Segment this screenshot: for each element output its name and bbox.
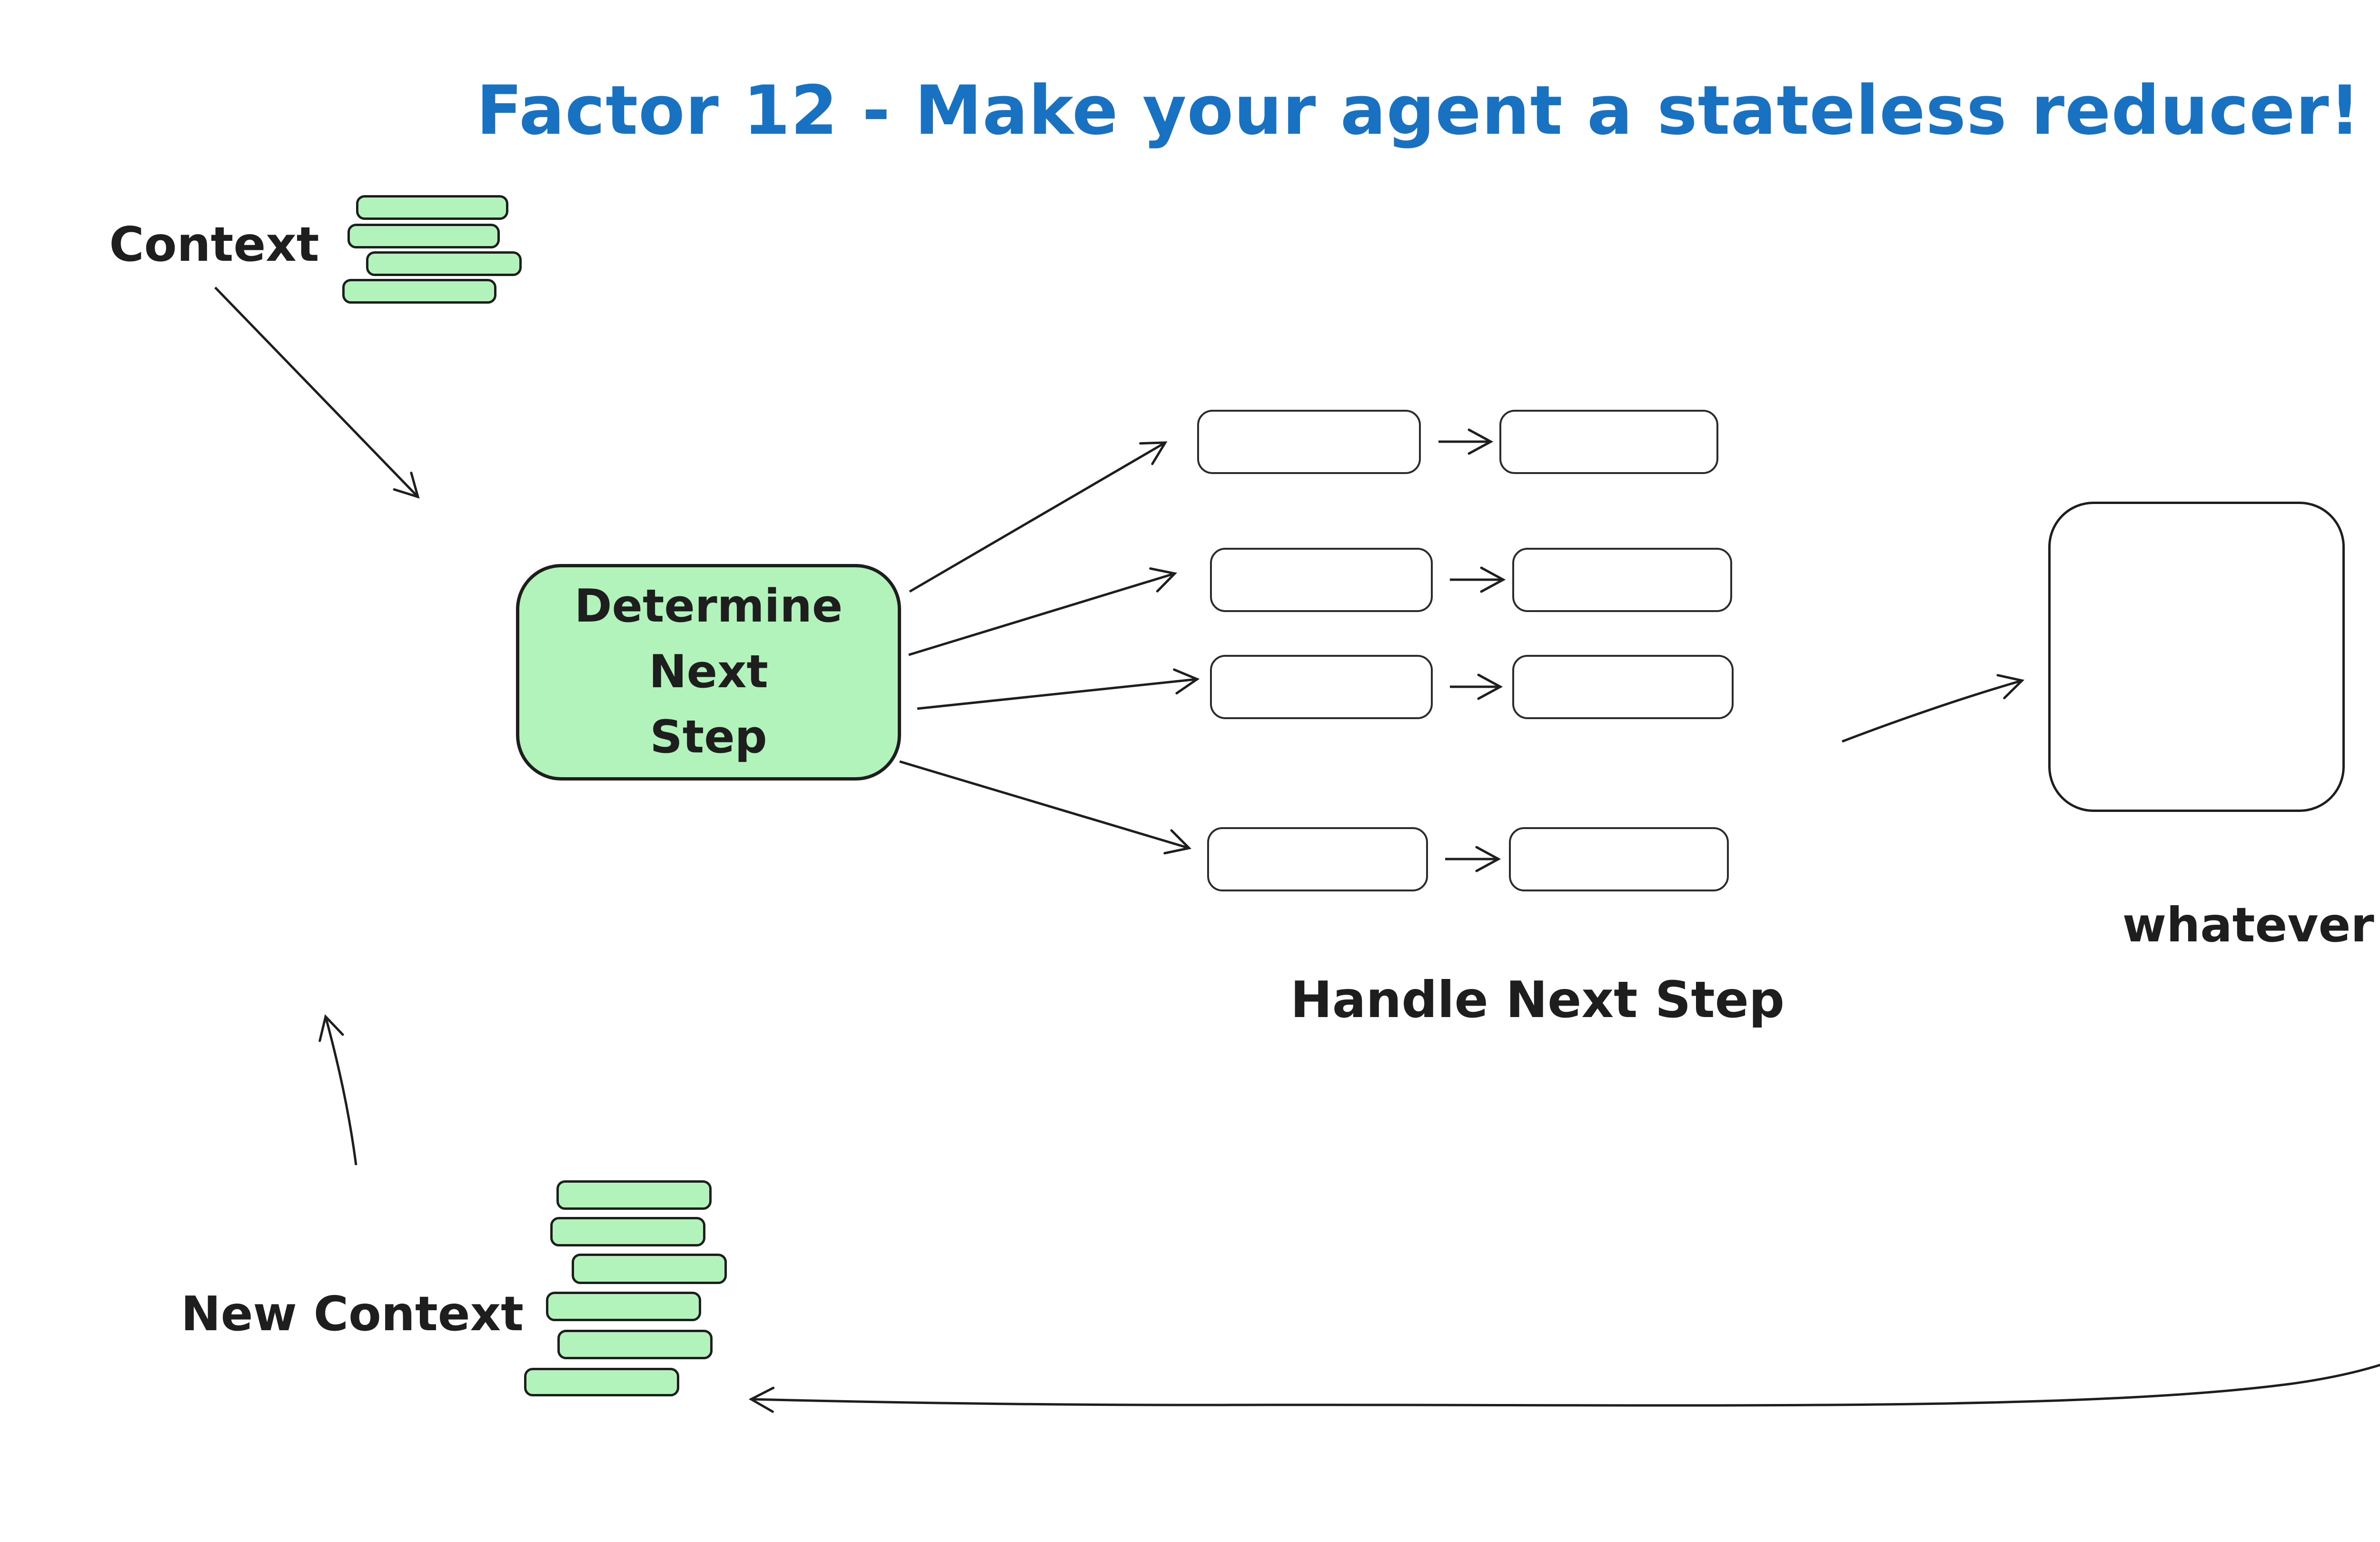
arrow-determine-to-row4 bbox=[899, 760, 1192, 855]
context-bar bbox=[342, 279, 496, 304]
arrow-determine-to-row1 bbox=[909, 441, 1168, 593]
new-context-bar bbox=[557, 1330, 713, 1359]
handle-next-step-caption: Handle Next Step bbox=[1290, 971, 1785, 1029]
context-bar bbox=[366, 251, 522, 276]
new-context-label: New Context bbox=[181, 1286, 524, 1342]
new-context-bar bbox=[556, 1180, 712, 1210]
arrow-result-to-new-context bbox=[748, 1364, 2380, 1413]
whatever-you-want-caption: whatever you want bbox=[2122, 897, 2380, 953]
determine-line-2: Next bbox=[649, 645, 768, 698]
handler-row-4-right-rect bbox=[1509, 827, 1729, 891]
new-context-bar bbox=[524, 1368, 679, 1396]
arrow-new-context-to-context bbox=[318, 1014, 357, 1166]
handler-row-2-left-rect bbox=[1210, 548, 1433, 612]
handler-row-2-right-rect bbox=[1512, 548, 1732, 612]
handler-row-1-left-rect bbox=[1197, 410, 1421, 474]
handler-row-3-left-rect bbox=[1210, 655, 1433, 719]
arrow-context-to-determine bbox=[214, 287, 420, 499]
new-context-bar bbox=[550, 1217, 705, 1246]
determine-line-3: Step bbox=[650, 711, 767, 764]
new-context-bar bbox=[546, 1292, 701, 1321]
diagram-title: Factor 12 - Make your agent a stateless … bbox=[476, 71, 2361, 150]
arrow-determine-to-row2 bbox=[908, 567, 1178, 656]
context-bar bbox=[356, 195, 508, 220]
arrow-rows-to-result bbox=[1842, 674, 2025, 743]
context-bar bbox=[347, 224, 500, 248]
handler-row-3-right-rect bbox=[1512, 655, 1734, 719]
new-context-bar bbox=[572, 1254, 727, 1284]
determine-line-1: Determine bbox=[574, 580, 843, 633]
result-node bbox=[2048, 502, 2345, 812]
context-label: Context bbox=[109, 217, 319, 272]
handler-row-1-right-rect bbox=[1499, 410, 1718, 474]
handler-row-4-left-rect bbox=[1207, 827, 1428, 891]
determine-next-step-node: Determine Next Step bbox=[516, 564, 901, 781]
arrow-determine-to-row3 bbox=[917, 668, 1200, 710]
